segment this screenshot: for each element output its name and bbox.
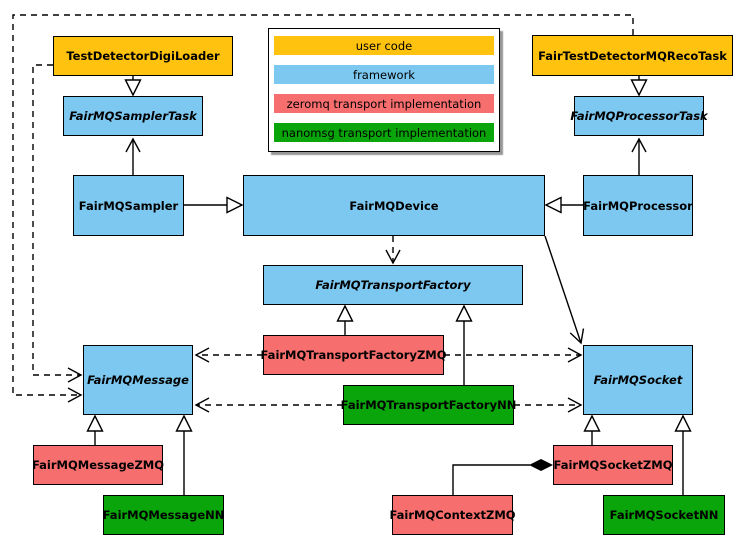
node-label: FairMQMessage — [87, 373, 189, 387]
node-fairmq-socket: FairMQSocket — [583, 345, 693, 415]
node-fairmq-sampler: FairMQSampler — [73, 175, 184, 236]
legend-item-user-code: user code — [274, 36, 494, 55]
node-label: FairMQSamplerTask — [69, 109, 197, 123]
edge-digiloader-message-dependency — [32, 64, 83, 383]
node-fairmq-transport-factory-zmq: FairMQTransportFactoryZMQ — [260, 335, 447, 375]
node-fairmq-transport-factory-nn: FairMQTransportFactoryNN — [340, 385, 517, 425]
node-label: FairMQTransportFactory — [315, 278, 471, 292]
node-fairmq-message-nn: FairMQMessageNN — [103, 495, 224, 535]
node-label: FairMQDevice — [349, 198, 439, 213]
node-fairmq-context-zmq: FairMQContextZMQ — [389, 495, 516, 535]
node-label: FairMQMessageZMQ — [31, 458, 165, 472]
node-fair-test-detector-mq-reco-task: FairTestDetectorMQRecoTask — [532, 35, 733, 76]
node-fairmq-processor-task: FairMQProcessorTask — [570, 96, 708, 136]
legend-item-framework: framework — [274, 65, 494, 84]
node-test-detector-digi-loader: TestDetectorDigiLoader — [53, 36, 233, 76]
node-fairmq-transport-factory: FairMQTransportFactory — [263, 265, 523, 305]
node-label: FairMQTransportFactoryNN — [340, 398, 517, 412]
node-fairmq-processor: FairMQProcessor — [583, 175, 693, 236]
node-label: TestDetectorDigiLoader — [66, 49, 220, 63]
legend-item-zeromq: zeromq transport implementation — [274, 94, 494, 113]
node-label: FairTestDetectorMQRecoTask — [538, 48, 727, 63]
legend-label: framework — [353, 67, 415, 82]
edge-contextzmq-socketzmq-composition — [452, 464, 530, 495]
node-fairmq-socket-zmq: FairMQSocketZMQ — [553, 445, 673, 485]
node-fairmq-message-zmq: FairMQMessageZMQ — [31, 445, 165, 485]
node-label: FairMQTransportFactoryZMQ — [260, 348, 447, 362]
composition-diamond-icon — [529, 459, 553, 471]
node-label: FairMQMessageNN — [102, 508, 225, 522]
node-label: FairMQProcessorTask — [570, 109, 708, 123]
legend-label: zeromq transport implementation — [286, 96, 482, 111]
edge-recotask-message-dependency — [12, 14, 634, 403]
node-fairmq-message: FairMQMessage — [83, 345, 193, 415]
legend-item-nanomsg: nanomsg transport implementation — [274, 123, 494, 142]
node-fairmq-device: FairMQDevice — [243, 175, 545, 236]
node-label: FairMQSocketNN — [609, 508, 719, 522]
node-fairmq-sampler-task: FairMQSamplerTask — [63, 96, 203, 136]
node-label: FairMQContextZMQ — [389, 508, 516, 522]
legend: user code framework zeromq transport imp… — [268, 28, 500, 152]
legend-label: user code — [355, 38, 413, 53]
node-label: FairMQSampler — [78, 198, 179, 213]
node-label: FairMQProcessor — [583, 198, 693, 213]
edge-device-socket-association — [544, 235, 585, 345]
node-label: FairMQSocket — [593, 373, 683, 387]
legend-label: nanomsg transport implementation — [281, 125, 487, 140]
node-fairmq-socket-nn: FairMQSocketNN — [603, 495, 725, 535]
node-label: FairMQSocketZMQ — [553, 458, 673, 472]
